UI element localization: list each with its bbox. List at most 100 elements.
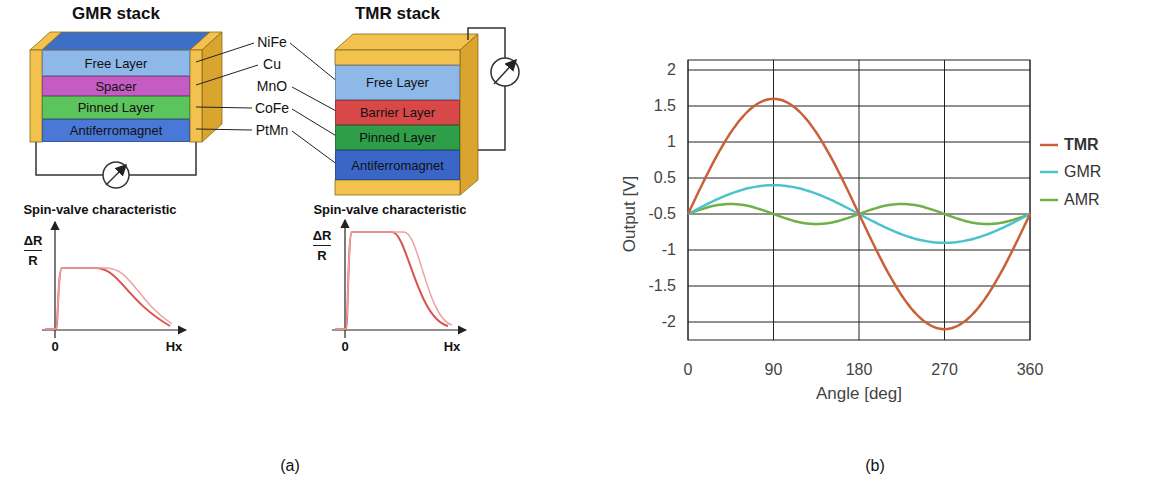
- electrode-side: [202, 32, 222, 142]
- meter-arrow: [494, 60, 516, 84]
- electrode-front: [335, 50, 460, 65]
- layer-box: Antiferromagnet: [42, 119, 190, 142]
- layer-name: Antiferromagnet: [351, 158, 444, 173]
- y-tick-label: 1: [667, 132, 676, 151]
- tmr-spin-valve-graph: [313, 220, 466, 338]
- meter-arrow: [106, 165, 126, 185]
- layer-name: Spacer: [95, 79, 136, 94]
- axis-title: Output [V]: [620, 176, 640, 253]
- electrode-front: [335, 180, 460, 195]
- stack-title: TMR stack: [295, 3, 500, 25]
- axis: [54, 222, 55, 338]
- wire: [36, 142, 103, 175]
- electrode-side: [460, 34, 478, 195]
- wire: [468, 28, 505, 58]
- x-tick-label: 0: [684, 360, 693, 379]
- y-tick-label: 1.5: [654, 96, 676, 115]
- layer-name: Antiferromagnet: [70, 123, 163, 138]
- hysteresis-curve: [45, 268, 170, 329]
- layer-box: Spacer: [42, 76, 190, 96]
- panel-label: (a): [280, 456, 300, 475]
- graph-label: 0: [341, 339, 348, 355]
- graph-label: Hx: [444, 339, 461, 355]
- layer-box: Free Layer: [42, 50, 190, 76]
- gmr-block: [30, 32, 222, 142]
- legend-line: [1040, 199, 1058, 202]
- tmr-block: [335, 34, 478, 195]
- fraction-bar: [313, 245, 331, 246]
- y-tick-label: 0.5: [654, 168, 676, 187]
- layer-box: Free Layer: [335, 65, 460, 100]
- leader-line: [196, 107, 252, 108]
- x-tick-label: 90: [765, 360, 783, 379]
- leader-line: [196, 65, 258, 85]
- stack-block: GMR stackFree LayerSpacerPinned LayerAnt…: [42, 50, 190, 142]
- leader-line: [292, 131, 338, 165]
- electrode-front: [30, 50, 42, 142]
- meter-symbol: [491, 58, 519, 86]
- layer-name: Barrier Layer: [360, 105, 435, 120]
- graph-label: ΔR: [313, 228, 332, 244]
- grid-line: [773, 60, 774, 340]
- wire: [478, 86, 505, 150]
- gmr-meter: [36, 142, 196, 188]
- material-label: Cu: [263, 56, 281, 73]
- axis: [344, 220, 345, 338]
- layer-box: Pinned Layer: [42, 96, 190, 119]
- y-tick-label: -1.5: [648, 276, 676, 295]
- tmr-meter: [468, 28, 519, 150]
- electrode-top: [335, 34, 478, 50]
- stack-title: GMR stack: [2, 3, 230, 25]
- graph-label: R: [28, 253, 37, 269]
- graph-label: ΔR: [24, 233, 43, 249]
- hysteresis-curve: [45, 268, 172, 329]
- y-tick-label: 2: [667, 60, 676, 79]
- leader-line: [290, 43, 338, 82]
- graph-label: Hx: [166, 339, 183, 355]
- y-tick-label: -2: [662, 312, 676, 331]
- material-label: NiFe: [257, 34, 287, 51]
- layer-box: Barrier Layer: [335, 100, 460, 125]
- layer-box: Antiferromagnet: [335, 150, 460, 180]
- stack-block: TMR stackFree LayerBarrier LayerPinned L…: [335, 65, 460, 180]
- grid-line: [859, 60, 860, 340]
- x-tick-label: 360: [1017, 360, 1044, 379]
- leader-line: [292, 109, 338, 137]
- meter-symbol: [103, 162, 129, 188]
- x-tick-label: 270: [931, 360, 958, 379]
- leader-line: [292, 87, 338, 112]
- free-layer-top: [42, 32, 210, 50]
- layer-name: Free Layer: [85, 56, 148, 71]
- layer-name: Free Layer: [366, 75, 429, 90]
- axis: [42, 329, 186, 330]
- graph-label: Spin-valve characteristic: [313, 202, 466, 218]
- axis-title: Angle [deg]: [816, 384, 902, 404]
- axis: [332, 329, 466, 330]
- electrode-front: [190, 50, 202, 142]
- fraction-bar: [24, 250, 42, 251]
- plot-frame: [688, 60, 1030, 340]
- leader-line: [196, 43, 254, 62]
- legend-label: AMR: [1064, 190, 1100, 209]
- leader-lines: [196, 43, 338, 165]
- layer-name: Pinned Layer: [78, 100, 155, 115]
- layer-name: Pinned Layer: [359, 130, 436, 145]
- y-tick-label: -1: [662, 240, 676, 259]
- legend-label: TMR: [1064, 135, 1099, 154]
- legend-label: GMR: [1064, 162, 1101, 181]
- output-chart: [688, 60, 1058, 340]
- hysteresis-curve: [335, 232, 452, 329]
- gmr-spin-valve-graph: [24, 222, 186, 338]
- graph-label: R: [317, 248, 326, 264]
- output-curve: [688, 99, 1030, 329]
- legend-line: [1040, 144, 1058, 147]
- leader-line: [196, 129, 252, 130]
- legend-line: [1040, 171, 1058, 174]
- grid-line: [944, 60, 945, 340]
- hysteresis-curve: [335, 232, 448, 329]
- wire: [129, 142, 196, 175]
- panel-label: (b): [865, 456, 885, 475]
